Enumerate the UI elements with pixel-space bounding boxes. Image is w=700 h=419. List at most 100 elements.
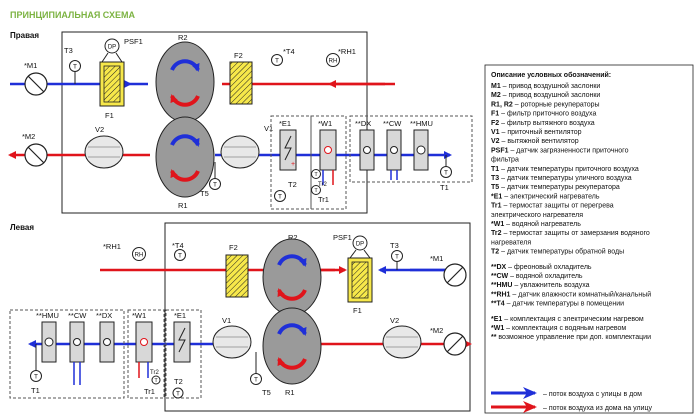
right-humidifier-hmu-mark xyxy=(416,145,426,155)
page-title: ПРИНЦИПИАЛЬНАЯ СХЕМА xyxy=(10,10,135,20)
left-label-t2: T2 xyxy=(174,377,183,386)
right-heater-e1 xyxy=(279,129,297,171)
left-options-box xyxy=(9,309,125,399)
left-sensor-rh-label: RH xyxy=(135,253,144,259)
right-rotor-r1-arrow-blue xyxy=(170,134,200,147)
right-sensor-dp xyxy=(104,38,120,54)
right-label-r2: R2 xyxy=(178,33,188,42)
right-dp-line-1 xyxy=(101,52,109,63)
legend-line-a-12: *E1 – электрический нагреватель xyxy=(491,192,600,200)
right-rotor-r1 xyxy=(155,116,215,198)
left-heading: Левая xyxy=(10,223,34,232)
legend-panel: Описание условных обозначений: M1 – прив… xyxy=(484,64,694,414)
left-label-m1: *M1 xyxy=(430,254,443,263)
left-rotor-r1-arrow-blue xyxy=(277,323,307,336)
left-fan-v1 xyxy=(212,325,252,359)
right-label-t4: *T4 xyxy=(283,47,295,56)
left-damper-m1-blade xyxy=(446,266,464,284)
left-label-r1: R1 xyxy=(285,388,295,397)
right-sensor-t2-letter: T xyxy=(278,194,282,201)
right-label-m1: *M1 xyxy=(24,61,37,70)
legend-line-a-14: электрического нагревателя xyxy=(491,212,583,219)
left-sensor-t2-letter: T xyxy=(176,391,180,398)
left-label-t1: T1 xyxy=(31,386,40,395)
left-rotor-r1-arrow-red xyxy=(277,357,307,370)
right-label-w1: *W1 xyxy=(318,119,332,128)
left-w1-box xyxy=(127,309,165,399)
left-sensor-t5-letter: T xyxy=(254,377,258,384)
right-dp-line-2 xyxy=(115,52,123,63)
right-sensor-tr1-letter: T xyxy=(314,188,318,194)
right-cooler-cw-mark xyxy=(390,146,398,154)
left-label-rh1: *RH1 xyxy=(103,242,121,251)
left-rotor-r1 xyxy=(262,307,322,385)
legend-line-a-6: V2 – вытяжной вентилятор xyxy=(491,137,579,145)
left-rotor-r2-arrow-blue xyxy=(277,254,307,267)
legend-box xyxy=(484,64,694,414)
left-sensor-t3-letter: T xyxy=(395,254,399,261)
right-sensor-tr2-letter: T xyxy=(314,172,318,178)
right-sensor-rh xyxy=(326,53,340,67)
left-label-v1: V1 xyxy=(222,316,231,325)
left-sensor-t4 xyxy=(174,249,186,261)
legend-line-b-3: **RH1 – датчик влажности комнатный/канал… xyxy=(491,290,651,298)
right-unit-housing xyxy=(61,31,368,214)
right-label-e1: *E1 xyxy=(279,119,291,128)
left-sensor-t4-letter: T xyxy=(178,253,182,260)
left-rotor-r2-arrow-red xyxy=(277,288,307,301)
right-sensor-t5-letter: T xyxy=(213,182,217,189)
left-label-t5: T5 xyxy=(262,388,271,397)
left-cooler-dx-mark xyxy=(103,338,111,346)
legend-line-a-16: Tr2 – термостат защиты от замерзания вод… xyxy=(491,230,650,237)
right-diagram: *M1 *M2 T3 T DP PSF1 F1 R2 R1 F2 xyxy=(8,31,473,214)
right-cooler-dx-mark xyxy=(363,146,371,154)
left-sensor-t2 xyxy=(172,387,184,399)
legend-line-b-0: **DX – фреоновый охладитель xyxy=(491,263,592,271)
right-label-f1: F1 xyxy=(105,111,114,120)
legend-line-a-8: фильтра xyxy=(491,157,519,164)
left-filter-f1-media xyxy=(351,261,369,299)
right-label-m2: *M2 xyxy=(22,132,35,141)
left-diagram: *RH1 RH *T4 T F2 R2 R1 PSF1 DP F1 T3 T xyxy=(9,222,472,412)
legend-line-a-1: M2 – привод воздушной заслонки xyxy=(491,91,600,99)
right-sensor-tr1 xyxy=(311,185,321,195)
legend-line-c-0: *E1 – комплектация с электрическим нагре… xyxy=(491,316,644,323)
right-sensor-rh-label: RH xyxy=(329,59,338,65)
right-rotor-r2-arrow-blue xyxy=(170,59,200,72)
legend-line-a-10: T3 – датчик температуры уличного воздуха xyxy=(491,175,632,182)
left-label-psf1: PSF1 xyxy=(333,233,352,242)
right-options-box xyxy=(349,115,473,183)
legend-arrow-red-label: – поток воздуха из дома на улицу xyxy=(543,405,652,412)
legend-line-b-4: **T4 – датчик температуры в помещении xyxy=(491,301,624,308)
legend-line-a-9: T1 – датчик температуры приточного возду… xyxy=(491,166,639,173)
right-label-hmu: **HMU xyxy=(410,119,433,128)
left-e1-box xyxy=(165,309,202,399)
legend-line-c-2: ** возможное управление при доп. комплек… xyxy=(491,334,651,341)
right-label-rh1: *RH1 xyxy=(338,47,356,56)
legend-arrow-blue-label: – поток воздуха с улицы в дом xyxy=(543,391,642,398)
left-cooler-cw-mark xyxy=(73,338,81,346)
right-label-t3: T3 xyxy=(64,46,73,55)
left-damper-m2-blade xyxy=(446,335,464,353)
legend-line-a-7: PSF1 – датчик загрязненности приточного xyxy=(491,147,629,154)
left-label-f2: F2 xyxy=(229,243,238,252)
legend-line-a-2: R1, R2 – роторные рекуператоры xyxy=(491,101,600,108)
right-label-dx: **DX xyxy=(355,119,371,128)
legend-line-a-18: T2 – датчик температуры обратной воды xyxy=(491,248,624,256)
right-filter-f2 xyxy=(229,61,253,105)
right-heater-e1-bolt xyxy=(284,135,292,161)
right-fan-v2 xyxy=(84,135,124,169)
right-filter-f1-media xyxy=(103,65,121,103)
left-label-t3: T3 xyxy=(390,241,399,250)
right-heater-e1-plus: + xyxy=(291,161,295,168)
legend-line-a-3: F1 – фильтр приточного воздуха xyxy=(491,111,596,118)
left-label-cw: **CW xyxy=(68,311,87,320)
left-label-r2: R2 xyxy=(288,233,298,242)
left-label-v2: V2 xyxy=(390,316,399,325)
left-filter-f2 xyxy=(225,254,249,298)
left-fan-v2 xyxy=(382,325,422,359)
right-label-tr1: Tr1 xyxy=(318,195,329,204)
right-heading: Правая xyxy=(10,31,39,40)
left-humidifier-hmu-mark xyxy=(44,337,54,347)
legend-line-a-13: Tr1 – термостат защиты от перегрева xyxy=(491,203,614,210)
